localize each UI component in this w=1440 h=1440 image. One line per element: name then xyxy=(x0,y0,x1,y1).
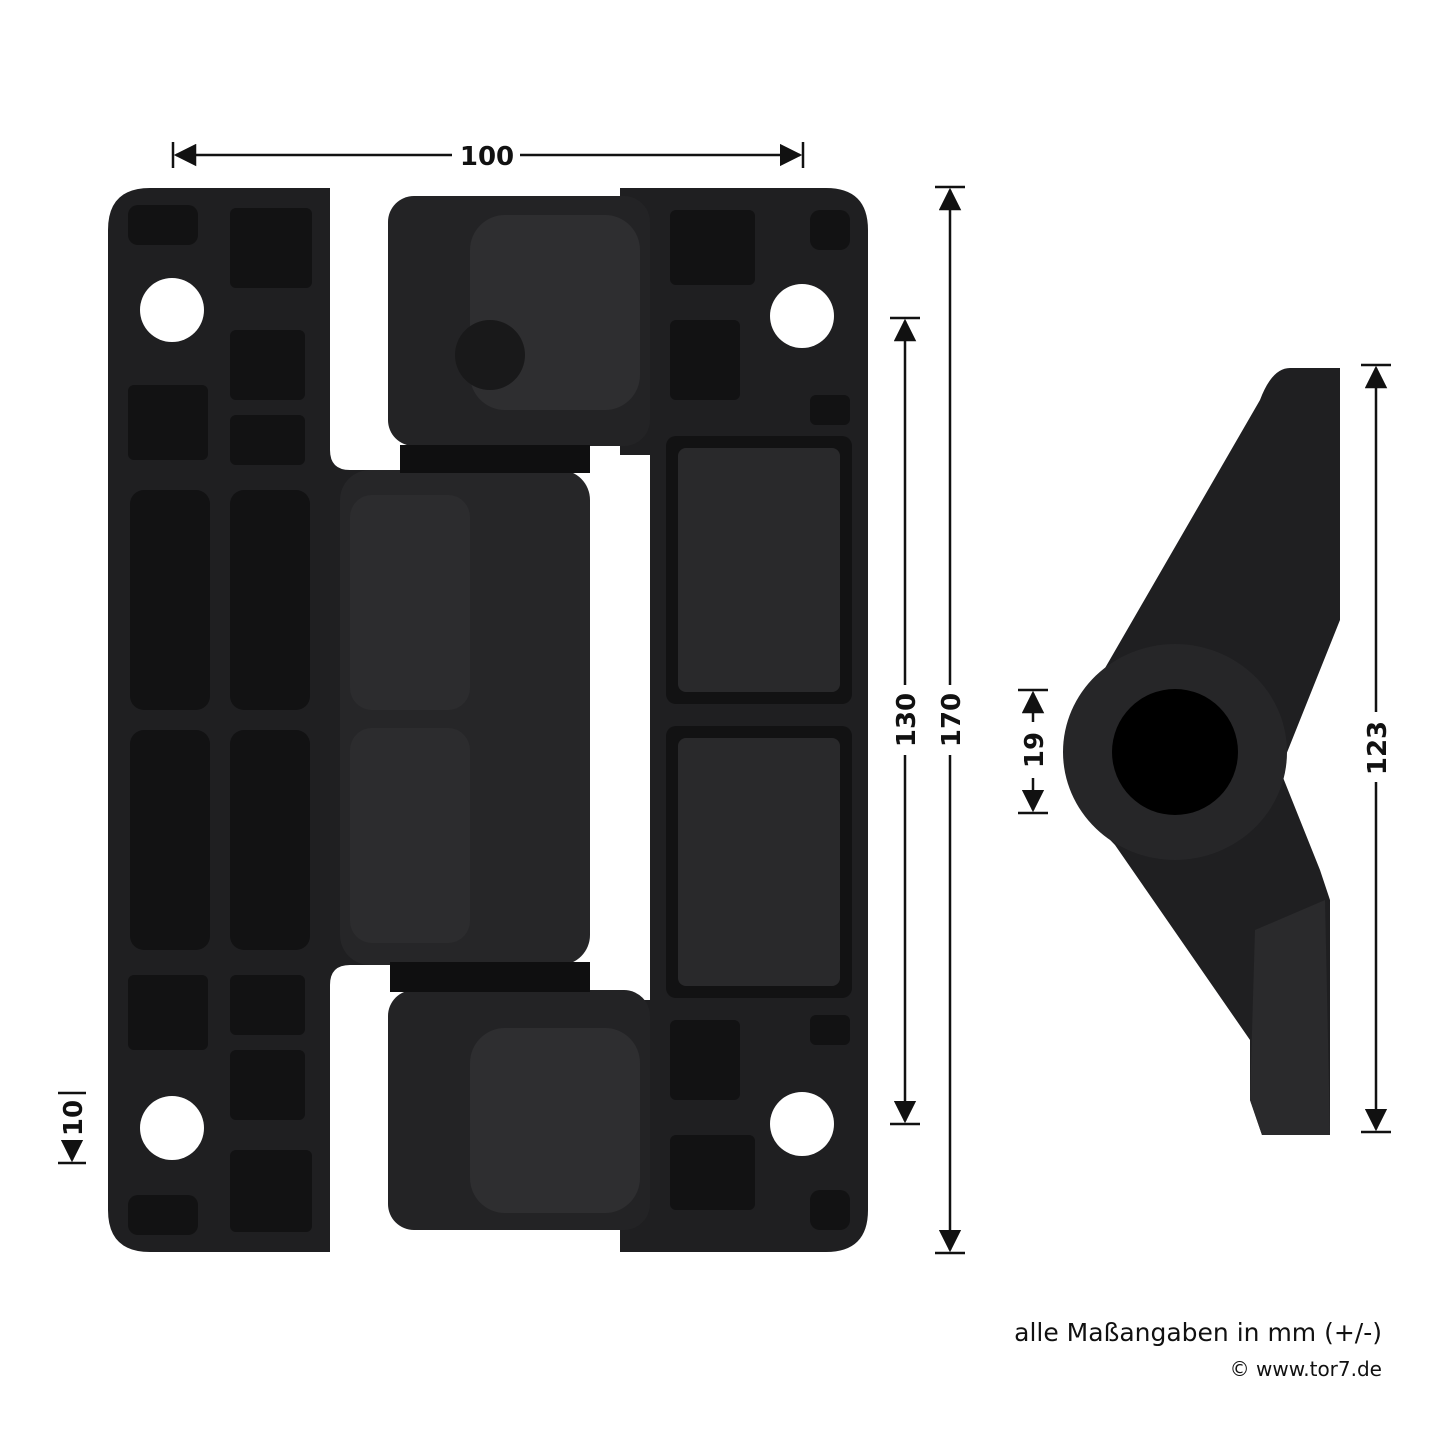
dimension-edge-offset-label: 10 xyxy=(59,1100,89,1136)
bore-hole xyxy=(1112,689,1238,815)
dimension-width-label: 100 xyxy=(460,142,514,172)
copyright-note: © www.tor7.de xyxy=(1229,1357,1382,1381)
screw-holes xyxy=(140,278,834,1160)
dimension-hole-spacing-label: 130 xyxy=(892,693,922,747)
hinge-side-view xyxy=(1063,368,1340,1135)
dimension-side-height-label: 123 xyxy=(1363,721,1393,775)
unit-note: alle Maßangaben in mm (+/-) xyxy=(1014,1318,1382,1347)
right-leaf xyxy=(620,188,868,1252)
hinge-front-view xyxy=(108,188,868,1252)
dimension-total-height-label: 170 xyxy=(937,693,967,747)
dimension-bore-label: 19 xyxy=(1020,732,1050,768)
